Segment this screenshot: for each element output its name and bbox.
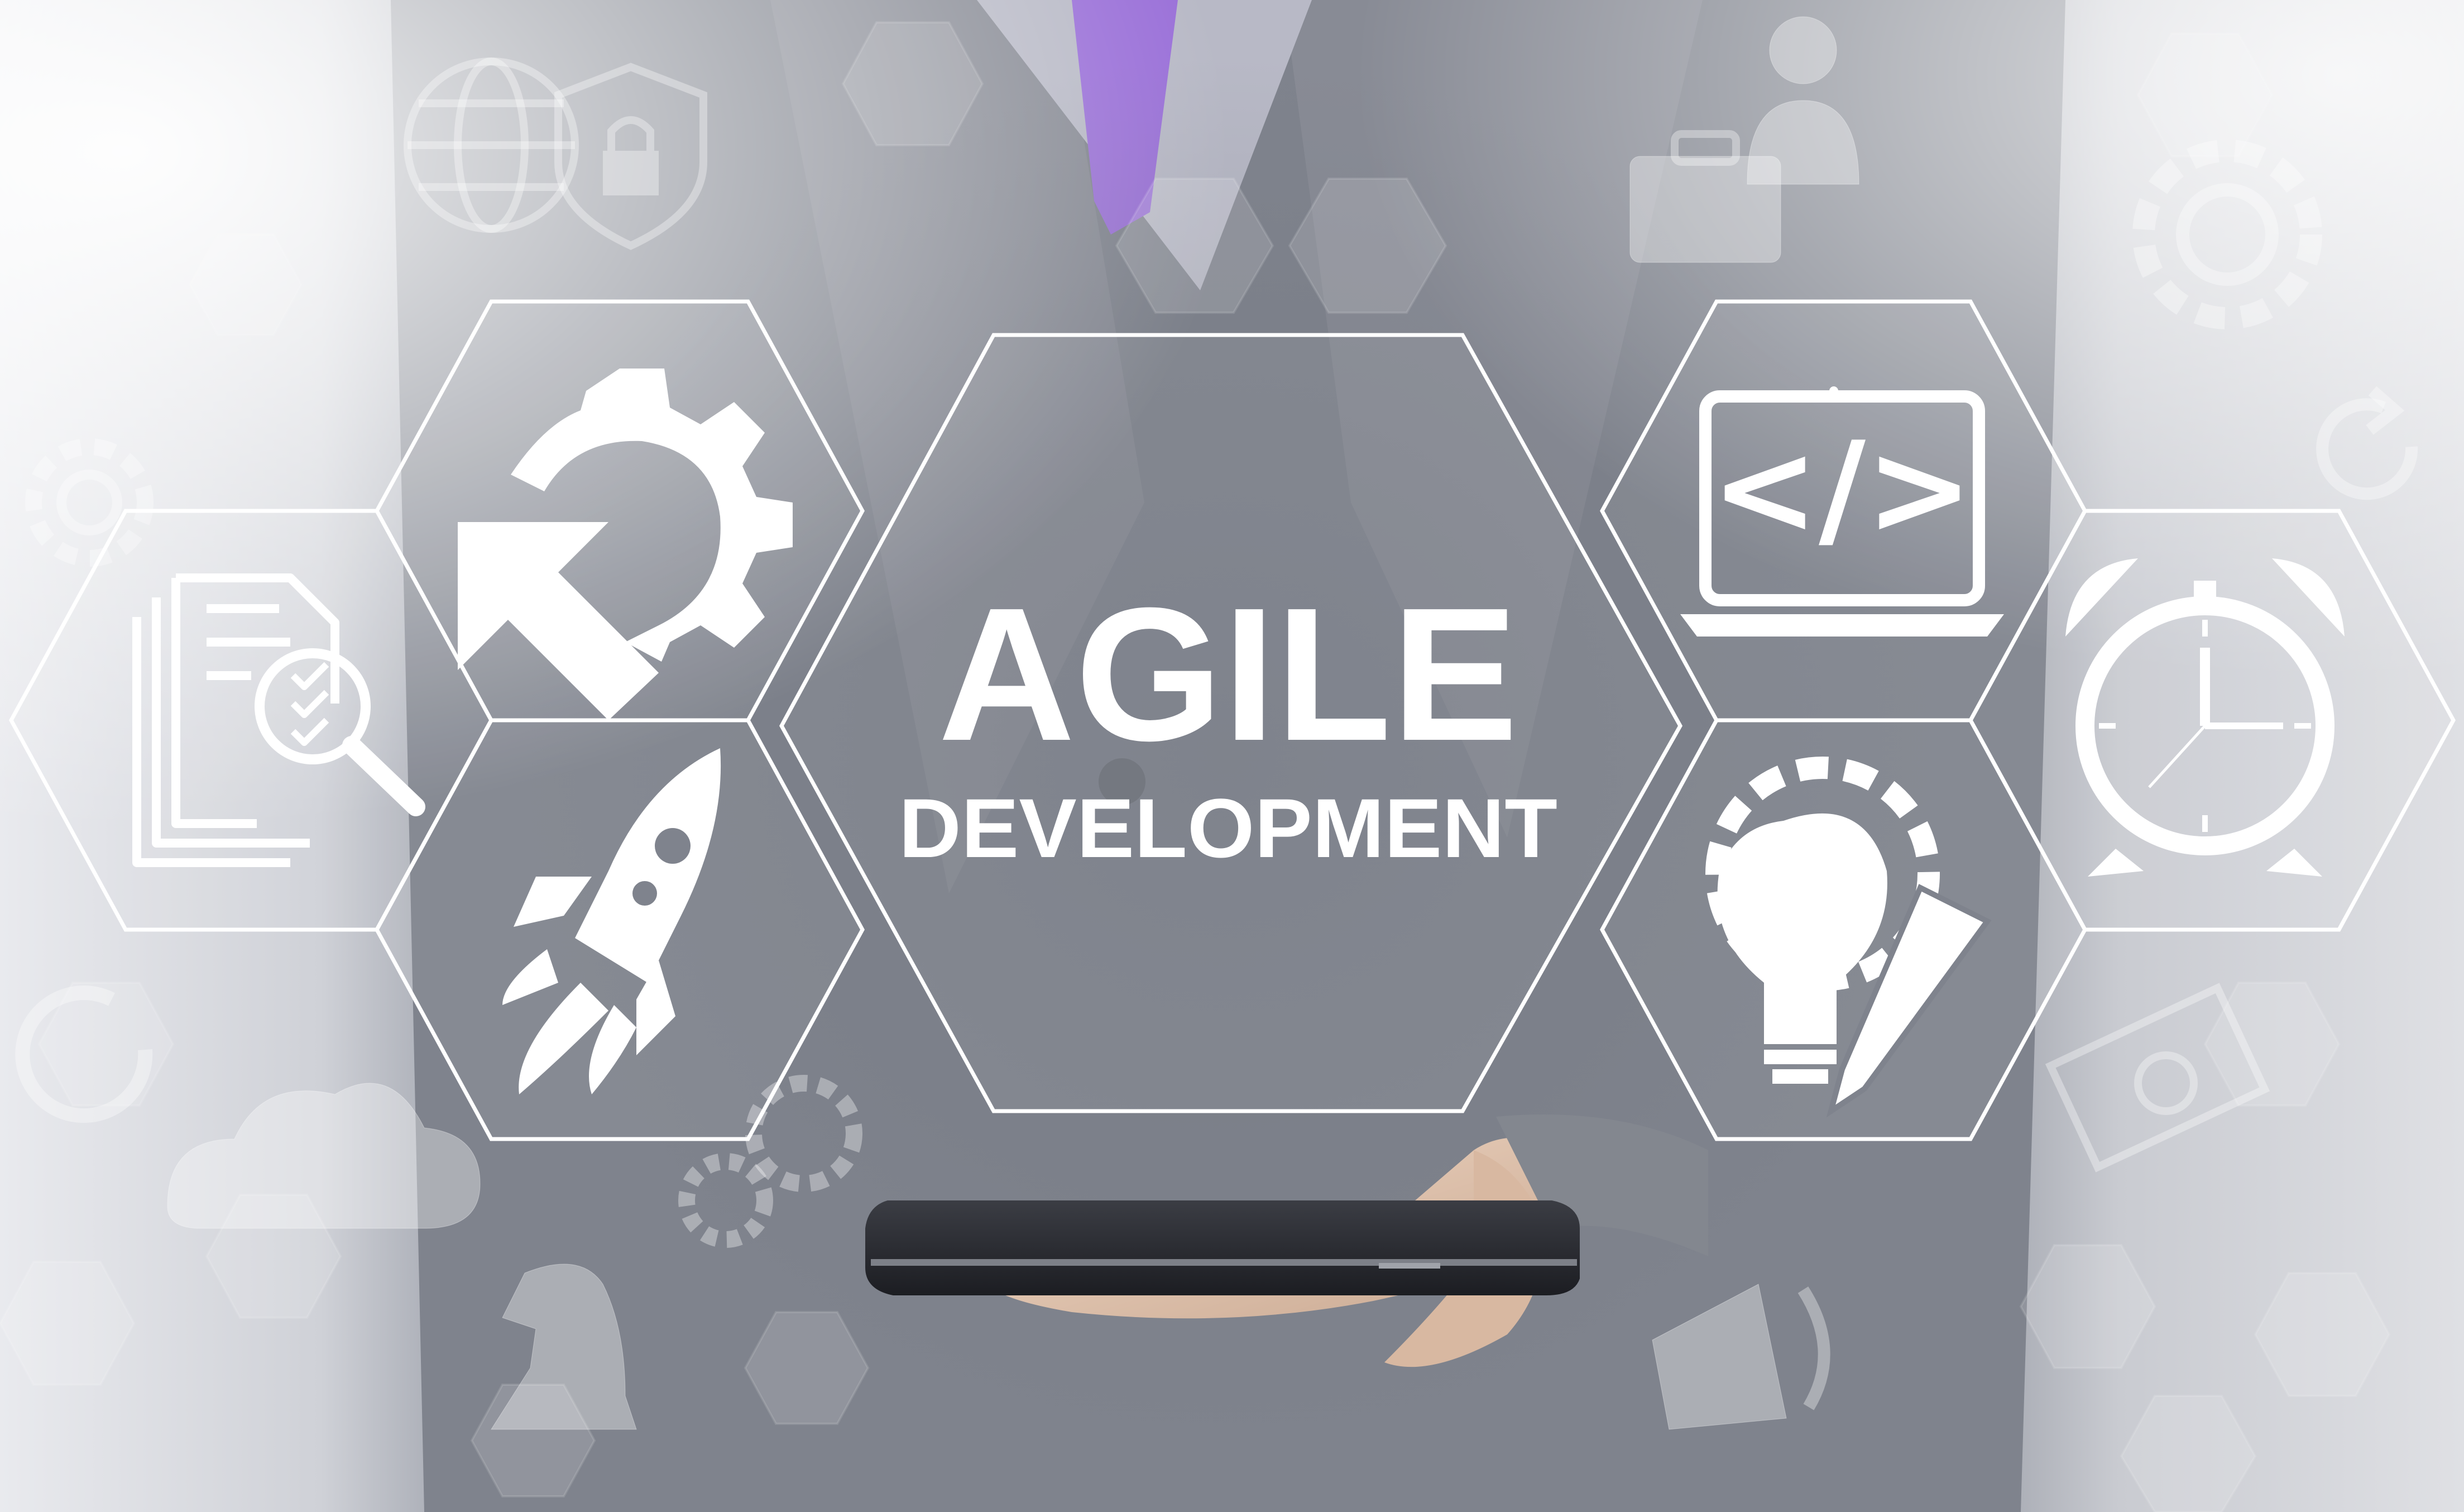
chess-knight-icon (491, 1264, 637, 1430)
headline-title: AGILE (938, 568, 1518, 781)
refresh-icon-left (15, 985, 153, 1123)
gear-icon-small (25, 438, 154, 567)
lightbulb-gear-pencil-icon (1705, 757, 1992, 1118)
gear-icon (2132, 140, 2322, 329)
headline-subtitle: DEVELOPMENT (899, 781, 1557, 875)
hand-holding-tablet (865, 1114, 1708, 1367)
rocket-icon (502, 748, 721, 1094)
money-icon (2045, 983, 2270, 1173)
briefcase-icon (1629, 130, 1781, 263)
person-icon (1747, 16, 1859, 185)
megaphone-icon (1652, 1284, 1830, 1430)
checklist-search-icon (132, 573, 425, 867)
gear-cluster-icon (678, 1075, 862, 1248)
alarm-clock-icon (2065, 558, 2345, 877)
tablet (865, 1200, 1580, 1295)
cloud-download-icon (167, 1083, 481, 1229)
code-glyph: </> (1711, 415, 1973, 564)
tablet-edge (871, 1259, 1577, 1266)
background-hexagons (0, 21, 2391, 1512)
refresh-icon (2316, 386, 2418, 500)
tablet-button (1379, 1263, 1440, 1269)
gear-arrow-icon (458, 369, 793, 720)
hex-center (779, 333, 1683, 1113)
background-icons (15, 16, 2418, 1430)
laptop-code-icon: </> (1680, 386, 2004, 637)
shield-lock-icon (554, 63, 707, 250)
globe-www-icon (404, 58, 579, 233)
